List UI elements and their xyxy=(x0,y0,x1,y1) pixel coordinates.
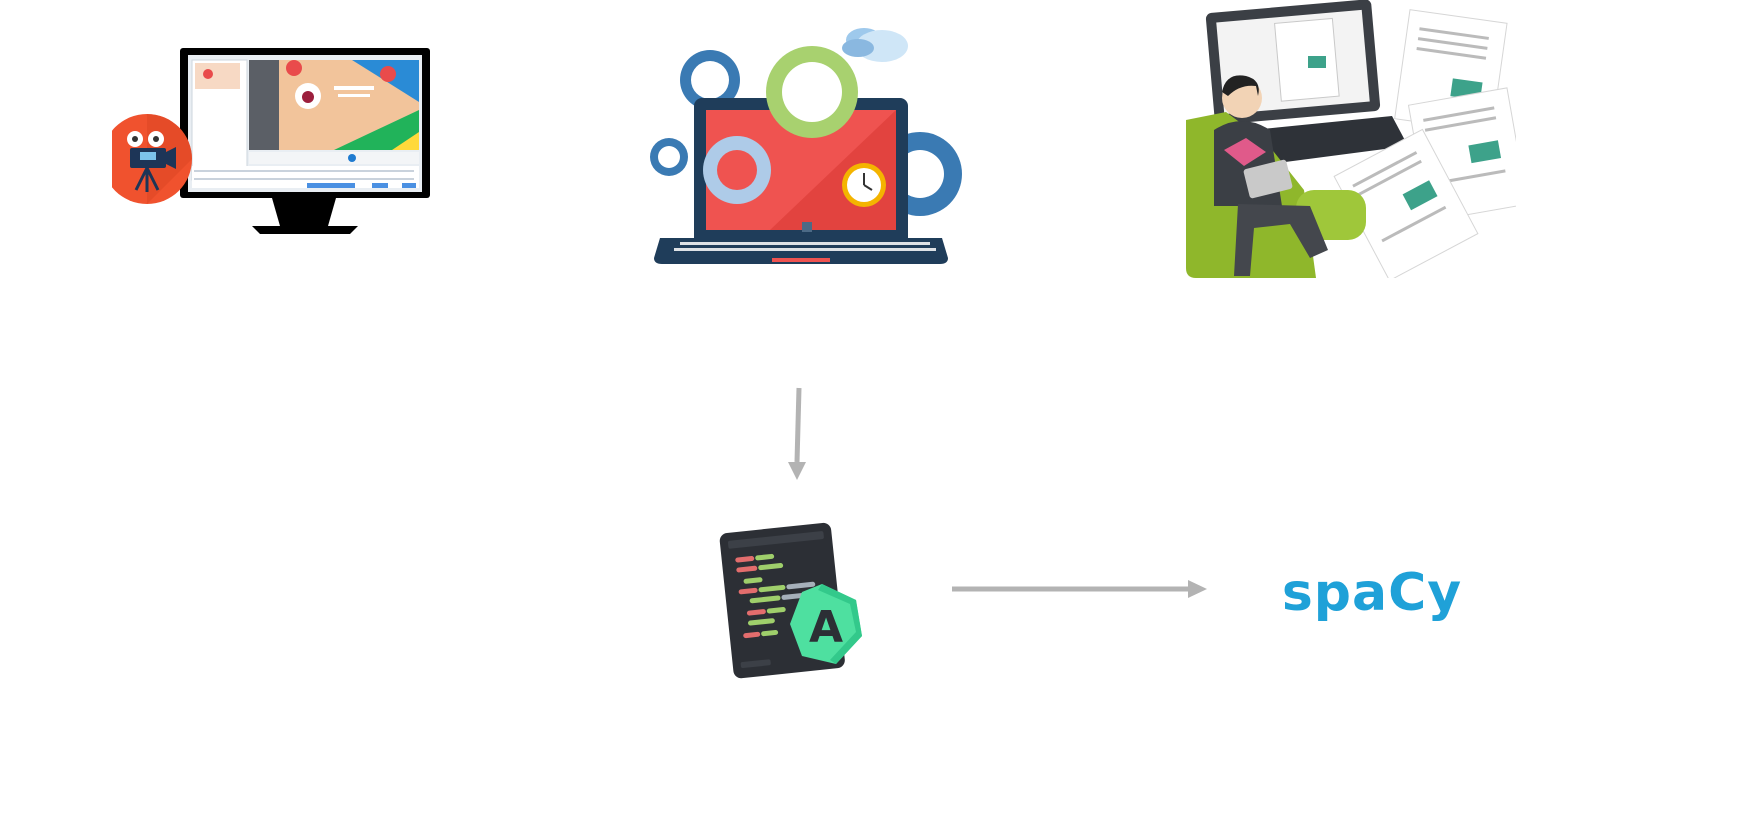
spacy-logo-text: spaCy xyxy=(1281,563,1463,623)
spacy-logo: spaCy xyxy=(1282,558,1462,628)
code-editor-node: A xyxy=(718,520,874,680)
documents-node xyxy=(1186,0,1516,278)
code-editor-app-icon: A xyxy=(719,522,862,679)
person-laptop-documents-icon xyxy=(1186,0,1516,278)
svg-text:A: A xyxy=(809,602,843,653)
arrow-automation-to-code xyxy=(788,387,806,480)
movie-camera-monitor-icon xyxy=(112,48,430,234)
laptop-gears-icon xyxy=(650,28,962,264)
arrow-code-to-spacy xyxy=(952,580,1207,598)
video-editor-node xyxy=(112,40,432,236)
automation-node xyxy=(650,12,970,264)
